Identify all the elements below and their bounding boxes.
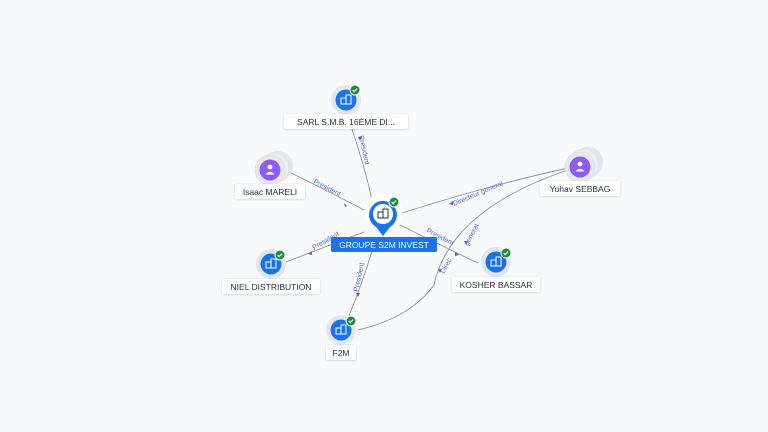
check-icon xyxy=(391,200,397,205)
edge-kosher xyxy=(399,224,479,264)
check-icon xyxy=(503,251,509,256)
node-sarl[interactable]: SARL S.M.B. 16ÈME DI... xyxy=(284,84,408,129)
building-icon xyxy=(335,324,347,335)
node-isaac[interactable]: Isaac MARELI xyxy=(235,151,305,199)
node-label-f2m: F2M xyxy=(333,348,350,358)
arrow-isaac xyxy=(344,203,347,207)
edge-label-f2m: President xyxy=(353,262,366,292)
arrow-yohav-f2m xyxy=(438,269,442,273)
edge-label-yohav-general: general xyxy=(464,223,481,247)
arrow-niel xyxy=(308,251,312,255)
arrow-kosher xyxy=(455,252,459,256)
node-kosher[interactable]: KOSHER BASSAR xyxy=(452,247,540,292)
edge-label-isaac: President xyxy=(312,179,342,199)
arrow-f2m xyxy=(356,293,360,297)
edge-isaac xyxy=(284,169,365,211)
building-icon xyxy=(377,208,389,219)
person-node-circle xyxy=(569,156,591,178)
check-icon xyxy=(352,88,358,93)
check-icon xyxy=(277,253,283,258)
edge-labels: President President Directeur general Pr… xyxy=(312,135,505,292)
node-label-niel: NIEL DISTRIBUTION xyxy=(231,282,312,292)
edges xyxy=(284,109,569,331)
building-icon xyxy=(490,256,502,267)
edge-label-yohav: Directeur general xyxy=(452,180,505,208)
building-icon xyxy=(265,258,277,269)
person-node-circle xyxy=(259,159,281,181)
edge-yohav-f2m xyxy=(357,169,569,331)
node-yohav[interactable]: Yohav SEBBAG xyxy=(540,147,620,196)
center-label: GROUPE S2M INVEST xyxy=(339,240,429,250)
arrow-yohav xyxy=(449,201,453,205)
check-icon xyxy=(348,319,354,324)
node-niel[interactable]: NIEL DISTRIBUTION xyxy=(222,249,320,294)
edge-yohav xyxy=(401,167,569,214)
arrow-sarl xyxy=(358,137,362,141)
node-f2m[interactable]: F2M xyxy=(326,315,357,360)
node-label-yohav: Yohav SEBBAG xyxy=(550,184,611,194)
edge-arrows xyxy=(308,137,468,297)
person-icon xyxy=(575,161,585,172)
edge-label-yohav-f2m: Direc xyxy=(440,257,454,275)
node-label-sarl: SARL S.M.B. 16ÈME DI... xyxy=(297,117,395,127)
edge-niel xyxy=(285,231,365,263)
center-node[interactable]: GROUPE S2M INVEST xyxy=(331,193,437,252)
building-icon xyxy=(340,94,352,105)
arrow-yohav-general xyxy=(464,241,468,245)
person-icon xyxy=(265,164,275,175)
node-label-isaac: Isaac MARELI xyxy=(243,187,297,197)
node-label-kosher: KOSHER BASSAR xyxy=(460,280,533,290)
